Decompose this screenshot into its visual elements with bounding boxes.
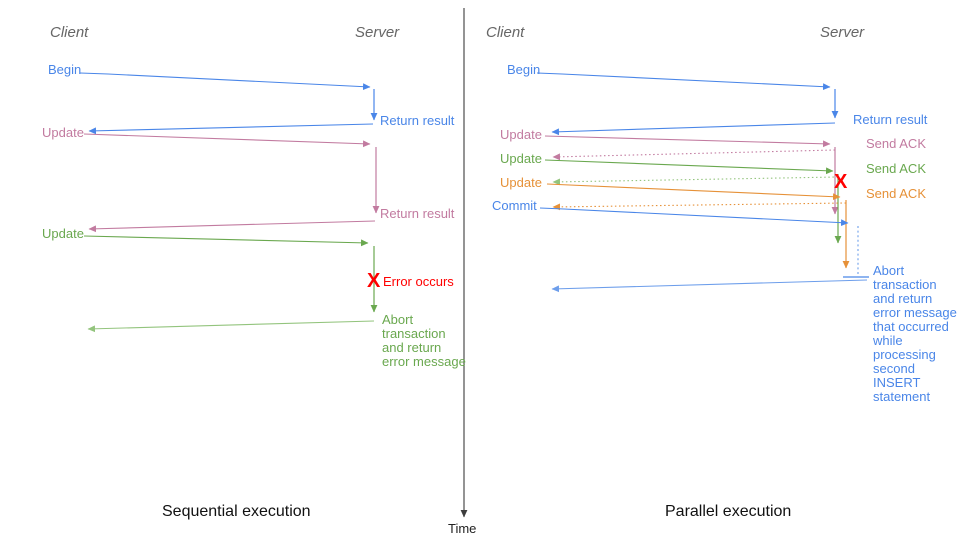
right-update3-request-arrow [546, 183, 841, 201]
right-update1-label: Update [500, 127, 542, 142]
right-return-result-arrow [551, 122, 836, 136]
left-error-occurs-label: Error occurs [383, 274, 454, 289]
right-commit-label: Commit [492, 198, 537, 213]
right-return-result-label: Return result [853, 112, 928, 127]
right-update2-label: Update [500, 151, 542, 166]
right-send-ack2-arrow [552, 176, 839, 186]
right-send-ack2-label: Send ACK [866, 161, 926, 176]
left-update2-label: Update [42, 226, 84, 241]
right-abort-response-arrow [551, 279, 868, 293]
left-panel-arrows [79, 72, 380, 333]
right-update2-request-arrow [544, 159, 834, 175]
left-update1-label: Update [42, 125, 84, 140]
right-error-x-icon: X [834, 171, 848, 193]
left-return-result-arrow-2 [88, 220, 376, 233]
right-server-header: Server [820, 24, 865, 41]
right-begin-label: Begin [507, 62, 541, 77]
right-begin-request-arrow [536, 72, 831, 91]
left-error-x-icon: X [367, 270, 381, 292]
left-return-result-arrow-1 [88, 123, 374, 135]
left-update1-request-arrow [83, 133, 371, 148]
right-send-ack3-arrow [552, 202, 847, 211]
time-axis-label: Time [448, 521, 477, 536]
left-begin-label: Begin [48, 62, 82, 77]
left-begin-request-arrow [79, 72, 371, 91]
left-return-result1-label: Return result [380, 113, 455, 128]
right-send-ack1-label: Send ACK [866, 136, 926, 151]
right-panel-arrows [536, 72, 869, 293]
right-abort-note: Abort transaction and return error messa… [873, 263, 957, 404]
right-update3-label: Update [500, 175, 542, 190]
left-server-header: Server [355, 24, 400, 41]
right-send-ack1-arrow [552, 149, 836, 161]
left-abort-note: Abort transaction and return error messa… [382, 312, 466, 369]
left-client-header: Client [50, 24, 89, 41]
left-panel-title: Sequential execution [162, 503, 311, 520]
right-commit-request-arrow [539, 207, 849, 227]
right-update1-request-arrow [544, 135, 831, 148]
right-send-ack3-label: Send ACK [866, 186, 926, 201]
left-abort-response-arrow [87, 320, 375, 333]
left-update2-request-arrow [83, 235, 369, 247]
left-return-result2-label: Return result [380, 206, 455, 221]
right-panel-title: Parallel execution [665, 503, 792, 520]
right-client-header: Client [486, 24, 525, 41]
